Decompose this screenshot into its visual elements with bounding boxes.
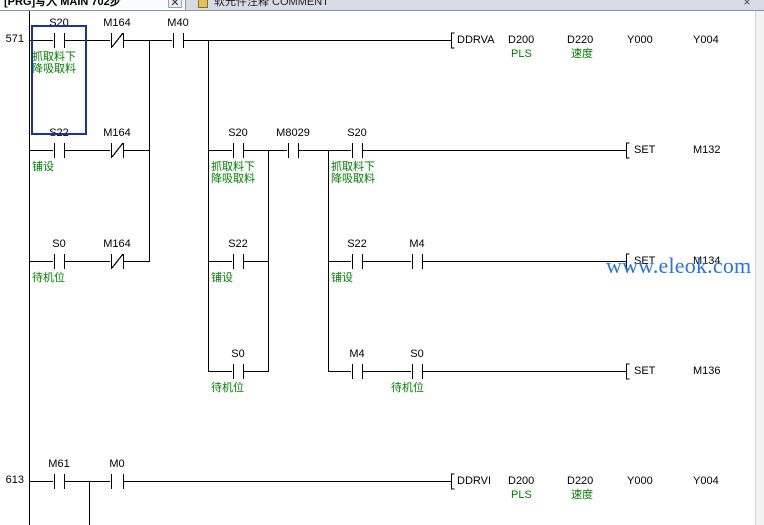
operand-comment: 速度: [571, 489, 593, 501]
contact-device-label: M164: [103, 127, 131, 139]
contact-device-label: S22: [347, 238, 367, 250]
contact-c18: [110, 474, 125, 489]
instruction-operand: M132: [693, 144, 721, 156]
contact-device-label: S0: [52, 238, 66, 250]
contact-c14: [232, 364, 245, 379]
contact-c7: [110, 253, 125, 269]
operand-comment: PLS: [511, 489, 532, 501]
vertical-scrollbar[interactable]: [755, 11, 764, 525]
contact-comment: 铺设: [211, 272, 233, 284]
contact-comment: 铺设: [32, 161, 54, 173]
instruction-operand: D200: [508, 34, 535, 46]
contact-c15: [351, 364, 364, 379]
instruction-operand: M134: [693, 255, 721, 267]
watermark: www.eleok.com: [606, 253, 752, 278]
contact-c12: [351, 254, 364, 269]
contact-c1: [53, 33, 66, 48]
contact-device-label: S20: [228, 127, 248, 139]
contact-comment: 抓取料下: [32, 51, 76, 63]
step-number: 613: [5, 474, 24, 486]
window-close-icon[interactable]: ×: [743, 0, 751, 9]
contact-device-label: S22: [228, 238, 248, 250]
contact-comment: 降吸取料: [211, 173, 255, 185]
contact-device-label: M164: [103, 238, 131, 250]
contact-c9: [287, 143, 300, 158]
instruction-operand: M136: [693, 365, 721, 377]
contact-device-label: M4: [349, 348, 365, 360]
instruction-mnemonic: DDRVI: [457, 475, 492, 487]
contact-device-label: S0: [410, 348, 424, 360]
contact-comment: 降吸取料: [331, 173, 375, 185]
contact-comment: 降吸取料: [32, 63, 76, 75]
contact-c17: [53, 474, 66, 489]
contact-comment: 待机位: [391, 382, 424, 394]
contact-comment: 待机位: [32, 272, 65, 284]
tab-program-main[interactable]: [PRG]写入 MAIN 702步: [0, 0, 186, 10]
operand-comment: 速度: [571, 48, 593, 60]
contact-device-label: M4: [409, 238, 425, 250]
contact-c13: [411, 254, 424, 269]
instruction-operand: Y004: [693, 475, 719, 487]
instruction-mnemonic: SET: [634, 365, 656, 377]
ladder-wiring: [29, 11, 759, 525]
comment-document-icon: [198, 0, 208, 8]
contact-device-label: S0: [231, 348, 245, 360]
tab-device-comment-label: 软元件注释 COMMENT: [214, 0, 329, 8]
contact-c6: [53, 254, 66, 269]
contact-c16: [411, 364, 424, 379]
contact-device-label: S20: [347, 127, 367, 139]
contact-device-label: M61: [48, 458, 70, 470]
instruction-operand: D200: [508, 475, 535, 487]
instruction-operand: Y004: [693, 34, 719, 46]
document-tab-bar: [PRG]写入 MAIN 702步 ✕ 软元件注释 COMMENT ×: [0, 0, 764, 11]
instruction-operand: Y000: [627, 34, 653, 46]
contact-comment: 抓取料下: [211, 161, 255, 173]
contact-c8: [232, 143, 245, 158]
selection-cursor[interactable]: [31, 25, 87, 135]
contact-c11: [232, 254, 245, 269]
contact-device-label: M164: [103, 17, 131, 29]
instruction-mnemonic: DDRVA: [457, 34, 495, 46]
contact-c5: [110, 142, 125, 158]
contact-c2: [110, 32, 125, 48]
operand-comment: PLS: [511, 48, 532, 60]
contact-comment: 抓取料下: [331, 161, 375, 173]
contact-c3: [172, 33, 185, 48]
contact-comment: 待机位: [211, 382, 244, 394]
instruction-operand: D220: [567, 34, 594, 46]
contact-device-label: M0: [109, 458, 125, 470]
contact-c4: [53, 143, 66, 158]
contact-device-label: M8029: [276, 127, 310, 139]
tab-device-comment[interactable]: 软元件注释 COMMENT: [210, 0, 380, 10]
ladder-diagram-editor[interactable]: 571 613 S20 M164 M40 S22 M164 S0 M164 S2…: [0, 11, 764, 525]
contact-comment: 铺设: [331, 272, 353, 284]
tab-program-main-label: [PRG]写入 MAIN 702步: [4, 0, 121, 8]
step-number: 571: [5, 33, 24, 45]
instruction-mnemonic: SET: [634, 255, 656, 267]
contact-c10: [351, 143, 364, 158]
instruction-operand: Y000: [627, 475, 653, 487]
contact-device-label: M40: [167, 17, 189, 29]
instruction-mnemonic: SET: [634, 144, 656, 156]
instruction-operand: D220: [567, 475, 594, 487]
close-icon[interactable]: ✕: [168, 0, 182, 9]
